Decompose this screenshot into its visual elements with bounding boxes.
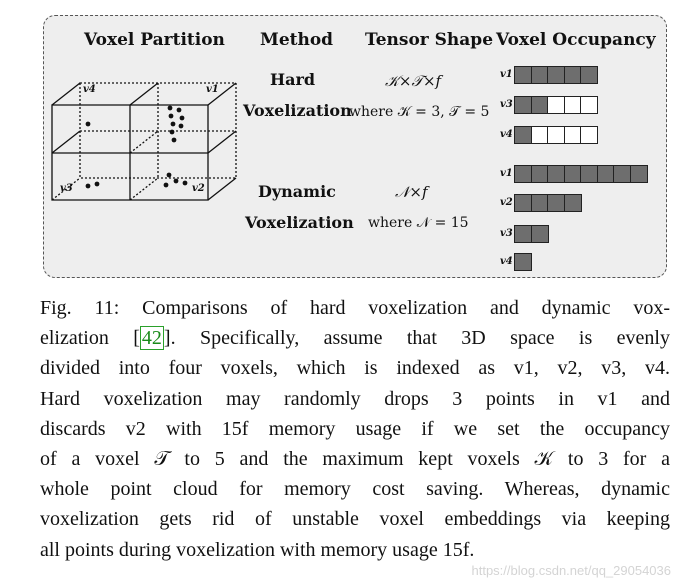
cube-label-v2: v2 [192, 183, 205, 194]
caption-line: voxelization gets rid of unstable voxel … [40, 508, 670, 531]
occupied-cell [530, 165, 549, 183]
dynamic-label-line1: Dynamic [258, 182, 336, 201]
hard-label-line2: Voxelization [243, 101, 352, 120]
hard-bar-label-v3: v3 [500, 99, 513, 110]
hard-tensor-shape: 𝒦×𝒯×f [385, 72, 442, 90]
caption-text: ]. Specifically, assume that 3D space is… [163, 327, 670, 350]
occupied-cell [547, 66, 565, 84]
occupied-cell [530, 96, 549, 114]
occupied-cell [530, 225, 549, 243]
header-voxel-partition: Voxel Partition [84, 30, 225, 50]
dynamic-label-line2: Voxelization [245, 213, 354, 232]
points [85, 105, 188, 189]
caption-line: divided into four voxels, which is index… [40, 357, 670, 380]
hard-occupancy-bar-v1 [514, 66, 598, 84]
voxel-partition-diagram [51, 82, 237, 201]
empty-cell [547, 96, 565, 114]
caption-line: discards v2 with 15f memory usage if we … [40, 417, 670, 440]
hard-where: where 𝒦 = 3, 𝒯 = 5 [349, 104, 490, 120]
header-tensor-shape: Tensor Shape [365, 30, 494, 50]
occupied-cell [547, 165, 565, 183]
occupied-cell [629, 165, 648, 183]
occupied-cell [563, 194, 582, 212]
empty-cell [547, 126, 565, 144]
dynamic-occupancy-bar-v3 [514, 225, 549, 243]
dynamic-bar-label-v1: v1 [500, 168, 513, 179]
dynamic-occupancy-bar-v4 [514, 253, 532, 271]
figure-panel [43, 15, 667, 278]
hard-bar-label-v1: v1 [500, 69, 513, 80]
caption-line: Hard voxelization may randomly drops 3 p… [40, 387, 670, 410]
caption-line-ref: elization [42]. Specifically, assume tha… [40, 323, 670, 353]
empty-cell [563, 96, 582, 114]
occupied-cell [514, 194, 532, 212]
empty-cell [563, 126, 582, 144]
occupied-cell [514, 165, 532, 183]
dynamic-tensor-shape: 𝒩×f [395, 183, 428, 201]
caption-line: whole point cloud for memory cost saving… [40, 478, 670, 501]
hard-label-line1: Hard [270, 70, 316, 89]
empty-cell [530, 126, 549, 144]
occupied-cell [596, 165, 615, 183]
occupied-cell [580, 66, 598, 84]
occupied-cell [580, 165, 598, 183]
hard-occupancy-bar-v4 [514, 126, 598, 144]
dynamic-where: where 𝒩 = 15 [368, 215, 469, 231]
dynamic-bar-label-v4: v4 [500, 256, 513, 267]
occupied-cell [563, 165, 582, 183]
occupied-cell [613, 165, 631, 183]
occupied-cell [530, 66, 549, 84]
cube-label-v1: v1 [206, 84, 219, 95]
caption-line: all points during voxelization with memo… [40, 538, 475, 561]
occupied-cell [514, 126, 532, 144]
hard-occupancy-bar-v3 [514, 96, 598, 114]
occupied-cell [514, 66, 532, 84]
dynamic-occupancy-bar-v1 [514, 165, 648, 183]
hard-bar-label-v4: v4 [500, 129, 513, 140]
watermark: https://blog.csdn.net/qq_29054036 [471, 563, 672, 578]
empty-cell [580, 96, 598, 114]
caption-text: elization [ [40, 327, 140, 350]
occupied-cell [514, 253, 532, 271]
occupied-cell [563, 66, 582, 84]
cube-label-v3: v3 [60, 183, 73, 194]
cube-label-v4: v4 [83, 84, 96, 95]
occupied-cell [514, 96, 532, 114]
citation-link[interactable]: 42 [139, 326, 164, 351]
caption-line: Fig. 11: Comparisons of hard voxelizatio… [40, 297, 670, 319]
figure-caption: Fig. 11: Comparisons of hard voxelizatio… [40, 293, 670, 565]
dynamic-bar-label-v3: v3 [500, 228, 513, 239]
header-voxel-occupancy: Voxel Occupancy [496, 30, 656, 50]
occupied-cell [530, 194, 549, 212]
empty-cell [580, 126, 598, 144]
dynamic-occupancy-bar-v2 [514, 194, 582, 212]
occupied-cell [514, 225, 532, 243]
caption-line: of a voxel 𝒯 to 5 and the maximum kept v… [40, 448, 670, 471]
occupied-cell [547, 194, 565, 212]
header-method: Method [260, 30, 334, 50]
dynamic-bar-label-v2: v2 [500, 197, 513, 208]
